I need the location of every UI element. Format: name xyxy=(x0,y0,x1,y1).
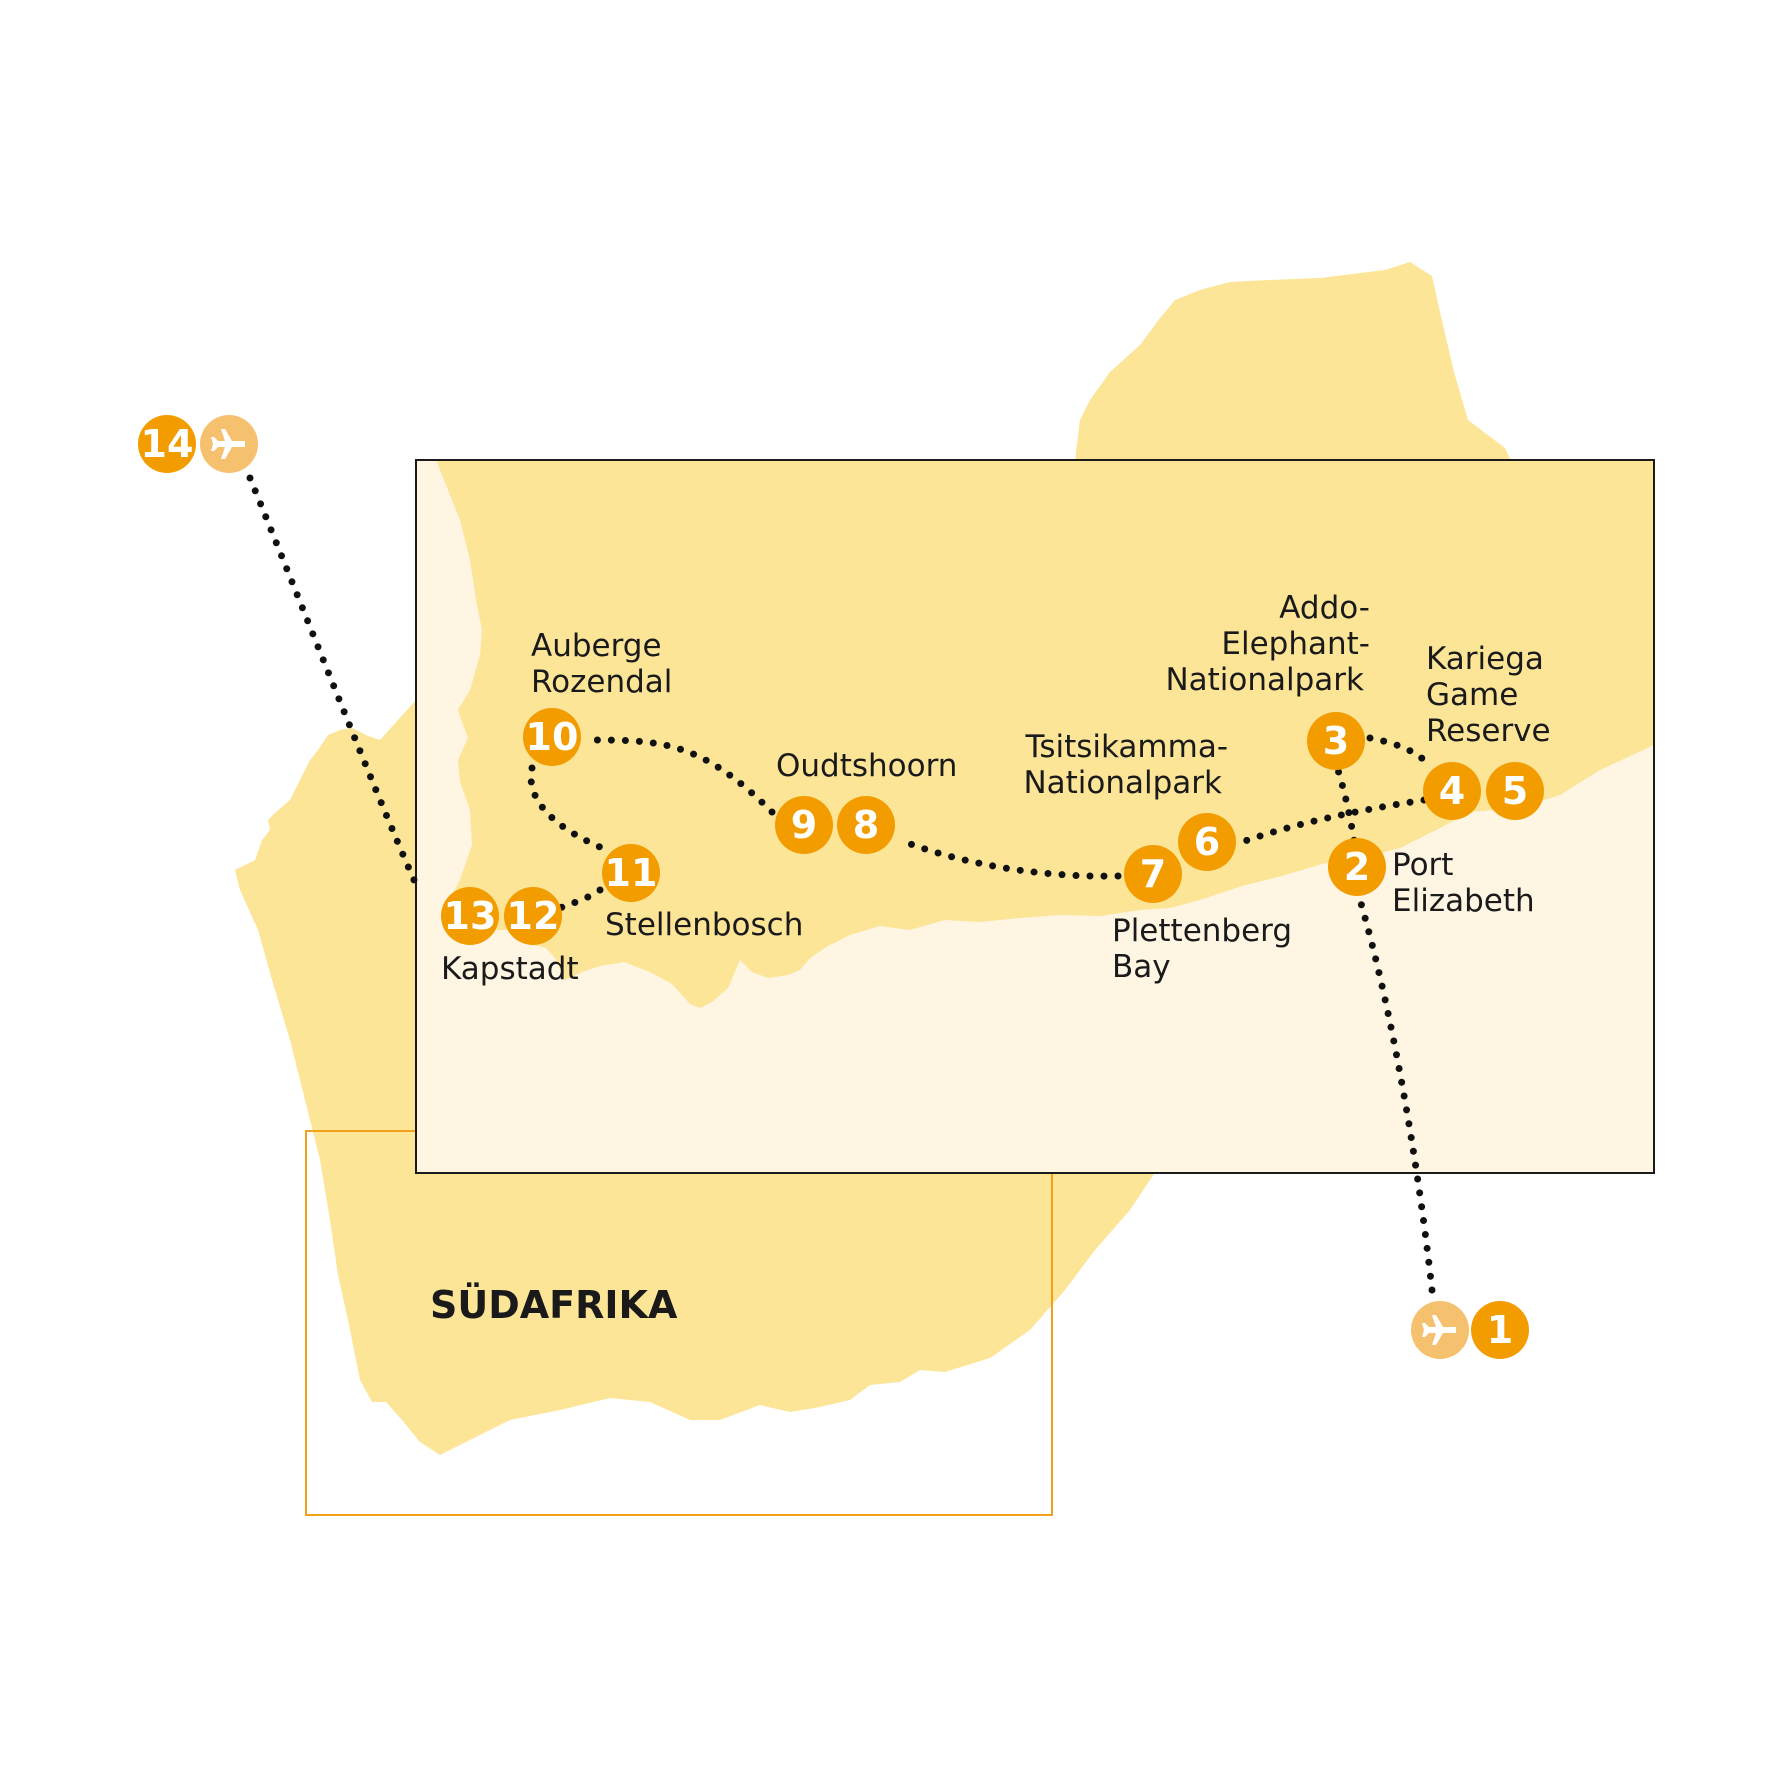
svg-text:12: 12 xyxy=(507,894,560,938)
svg-text:3: 3 xyxy=(1323,719,1349,763)
svg-text:2: 2 xyxy=(1344,845,1370,889)
svg-text:Reserve: Reserve xyxy=(1426,713,1551,749)
svg-text:6: 6 xyxy=(1194,820,1220,864)
label-tsitsikamma: Tsitsikamma- Nationalpark xyxy=(1023,729,1228,801)
stop-marker-6: 6 xyxy=(1178,813,1236,871)
svg-text:1: 1 xyxy=(1487,1308,1513,1352)
stop-marker-10: 10 xyxy=(523,708,581,766)
label-kariega: Kariega Game Reserve xyxy=(1426,641,1551,749)
label-oudtshoorn: Oudtshoorn xyxy=(776,748,957,784)
label-kapstadt: Kapstadt xyxy=(441,951,579,987)
svg-text:11: 11 xyxy=(605,851,658,895)
svg-text:Auberge: Auberge xyxy=(531,628,662,664)
label-port-elizabeth: Port Elizabeth xyxy=(1392,847,1535,919)
stop-marker-5: 5 xyxy=(1486,762,1544,820)
stop-marker-7: 7 xyxy=(1124,845,1182,903)
inset-frame xyxy=(415,459,1655,1174)
stop-marker-3: 3 xyxy=(1307,712,1365,770)
stop-marker-12: 12 xyxy=(504,887,562,945)
stop-marker-13: 13 xyxy=(441,887,499,945)
label-auberge-rozendal: Auberge Rozendal xyxy=(531,628,672,700)
country-label: SÜDAFRIKA xyxy=(430,1283,678,1327)
route-arrival xyxy=(1356,896,1436,1294)
stop-marker-9: 9 xyxy=(775,796,833,854)
label-addo: Addo- Elephant- Nationalpark xyxy=(1165,590,1370,698)
svg-text:Addo-: Addo- xyxy=(1279,590,1370,626)
svg-text:Tsitsikamma-: Tsitsikamma- xyxy=(1025,729,1228,765)
svg-text:9: 9 xyxy=(791,803,817,847)
inset-map xyxy=(416,460,1654,1173)
route-oudtshoorn-auberge xyxy=(582,736,776,816)
svg-text:Bay: Bay xyxy=(1112,949,1171,985)
svg-text:7: 7 xyxy=(1140,852,1166,896)
departure-flight-marker xyxy=(200,415,258,473)
route-addo-kariega xyxy=(1366,734,1428,764)
airplane-icon xyxy=(211,429,245,459)
arrival-flight-marker xyxy=(1411,1301,1469,1359)
svg-text:Plettenberg: Plettenberg xyxy=(1112,913,1292,949)
svg-text:Game: Game xyxy=(1426,677,1518,713)
svg-text:4: 4 xyxy=(1439,769,1465,813)
route-stellenbosch-kapstadt xyxy=(556,886,604,912)
svg-text:Port: Port xyxy=(1392,847,1453,883)
route-auberge-stellenbosch xyxy=(527,764,616,856)
label-plettenberg: Plettenberg Bay xyxy=(1112,913,1292,985)
svg-text:Elizabeth: Elizabeth xyxy=(1392,883,1535,919)
svg-text:Rozendal: Rozendal xyxy=(531,664,672,700)
inset-land xyxy=(436,460,1654,1008)
svg-text:8: 8 xyxy=(853,803,879,847)
route-plettenberg-oudtshoorn xyxy=(896,836,1122,880)
svg-text:Nationalpark: Nationalpark xyxy=(1023,765,1222,801)
label-stellenbosch: Stellenbosch xyxy=(605,907,803,943)
svg-text:Elephant-: Elephant- xyxy=(1221,626,1370,662)
svg-text:10: 10 xyxy=(526,715,579,759)
stop-marker-8: 8 xyxy=(837,796,895,854)
svg-text:Nationalpark: Nationalpark xyxy=(1165,662,1364,698)
route-departure xyxy=(246,474,418,884)
stop-marker-14: 14 xyxy=(138,415,196,473)
route-kariega-tsitsikamma xyxy=(1238,796,1428,846)
svg-text:13: 13 xyxy=(444,894,497,938)
airplane-icon xyxy=(1422,1315,1456,1345)
stop-marker-2: 2 xyxy=(1328,838,1386,896)
svg-text:14: 14 xyxy=(141,422,194,466)
stop-marker-4: 4 xyxy=(1423,762,1481,820)
stop-marker-1: 1 xyxy=(1471,1301,1529,1359)
stop-marker-11: 11 xyxy=(602,844,660,902)
svg-text:Kariega: Kariega xyxy=(1426,641,1544,677)
svg-text:5: 5 xyxy=(1502,769,1528,813)
